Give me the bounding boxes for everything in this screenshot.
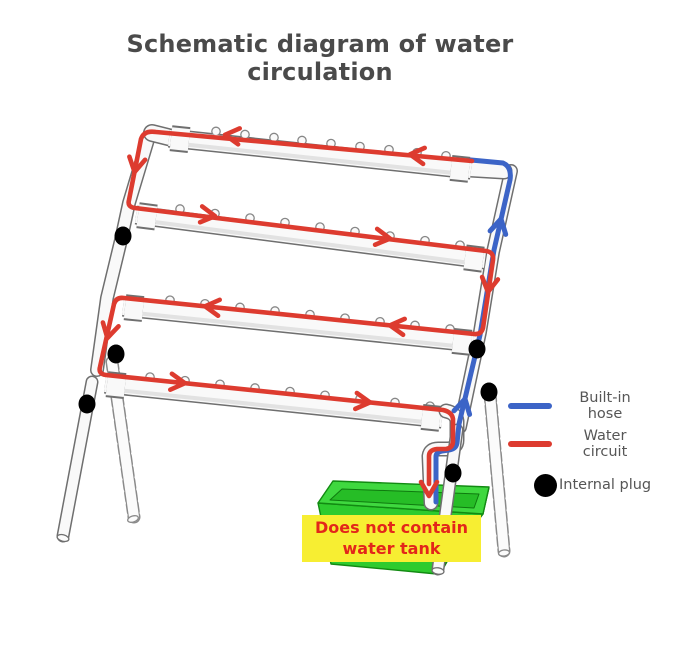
built-in-hose-path [433, 157, 513, 505]
internal-plug-dot [107, 344, 125, 364]
blue-line-swatch-icon [508, 403, 552, 409]
legend-label: Water circuit [582, 428, 628, 461]
internal-plug-dot [468, 339, 486, 359]
top-right-elbow [461, 160, 513, 180]
hose-arrow-up-1 [451, 396, 473, 417]
red-line-swatch-icon [508, 441, 552, 447]
internal-plugs [78, 226, 498, 483]
water-circuit-path [97, 126, 501, 499]
internal-plug-dot [444, 463, 462, 483]
internal-plug-dot [114, 226, 132, 246]
internal-plug-dot [78, 394, 96, 414]
page-title: Schematic diagram of water circulation [126, 30, 514, 87]
grow-pipe-1 [167, 125, 473, 183]
black-dot-swatch-icon [534, 474, 557, 497]
grow-pipe-3 [122, 294, 474, 356]
rear-right-leg [483, 387, 511, 558]
water-circuit-arrows [100, 126, 501, 499]
water-tank-note: Does not contain water tank [302, 515, 481, 562]
legend-item-water-circuit: Water circuit [508, 428, 646, 460]
hose-arrow-up-2 [487, 216, 509, 237]
legend-label: Internal plug [559, 477, 652, 494]
internal-plug-dot [480, 382, 498, 402]
legend-item-built-in-hose: Built-in hose [508, 390, 646, 422]
legend-item-internal-plug: Internal plug [508, 474, 651, 497]
legend-label: Built-in hose [579, 390, 631, 423]
